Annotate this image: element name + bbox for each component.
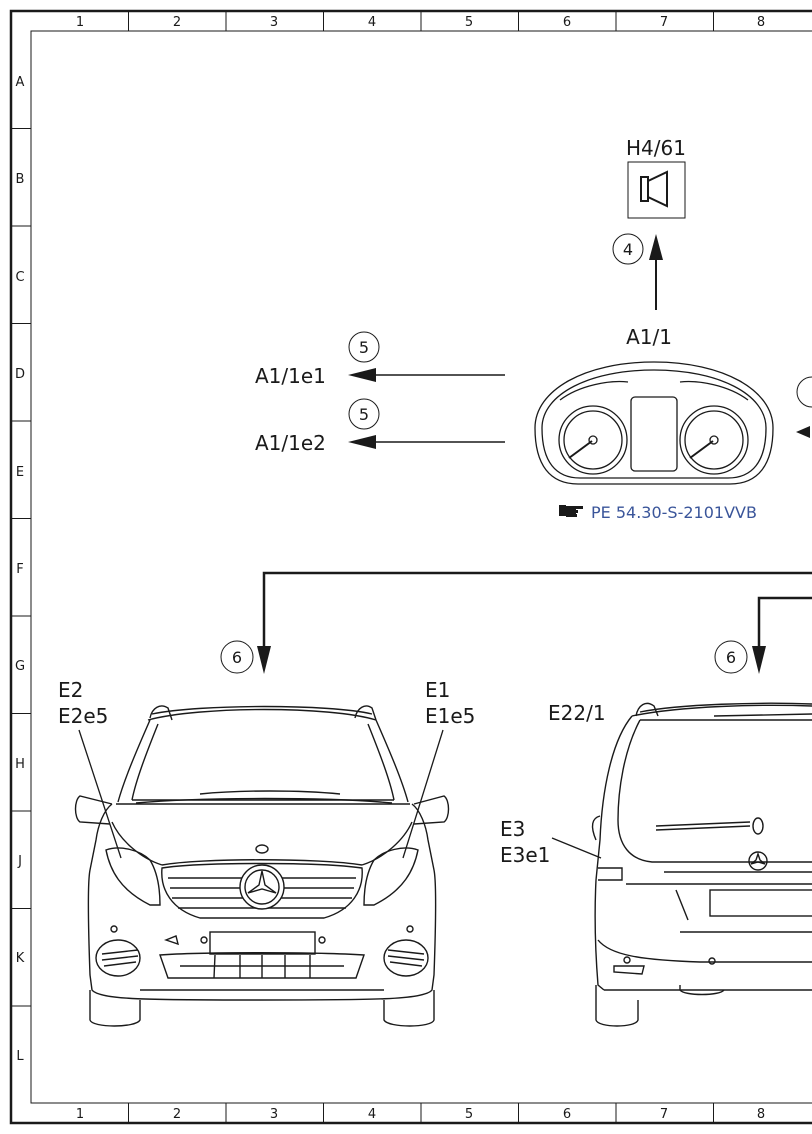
instrument-cluster-icon — [534, 361, 774, 485]
col-label: 8 — [757, 1107, 765, 1122]
arrow-to-front-view — [257, 646, 271, 674]
column-labels-bottom: 1 2 3 4 5 6 7 8 — [76, 1107, 765, 1122]
leader-e1 — [402, 729, 444, 859]
col-label: 5 — [465, 1107, 473, 1122]
vehicle-front-view — [74, 705, 450, 1027]
callout-5b: 5 — [348, 398, 380, 430]
column-labels-top: 1 2 3 4 5 6 7 8 — [76, 15, 765, 30]
pointing-hand-icon — [559, 505, 583, 517]
row-label: J — [17, 854, 22, 869]
col-label: 6 — [563, 15, 571, 30]
col-label: 7 — [660, 1107, 668, 1122]
e2e5-label: E2e5 — [58, 704, 108, 728]
reference-link[interactable]: PE 54.30-S-2101VVB — [559, 503, 757, 522]
callout-6b-number: 6 — [726, 648, 736, 667]
arrow-to-a1-1e2 — [348, 435, 505, 449]
col-label: 7 — [660, 15, 668, 30]
arrow-to-a1-1e1 — [348, 368, 505, 382]
col-label: 5 — [465, 15, 473, 30]
reference-text[interactable]: PE 54.30-S-2101VVB — [591, 503, 757, 522]
row-label: A — [16, 75, 25, 90]
row-label: D — [15, 367, 25, 382]
callout-4: 4 — [612, 233, 644, 265]
column-grid — [128, 11, 714, 1123]
col-label: 6 — [563, 1107, 571, 1122]
row-grid — [11, 128, 31, 1007]
callout-6a-number: 6 — [232, 648, 242, 667]
col-label: 4 — [368, 15, 376, 30]
e1e5-label: E1e5 — [425, 704, 475, 728]
e3-label: E3 — [500, 817, 525, 841]
a1-1-label: A1/1 — [626, 325, 672, 349]
col-label: 1 — [76, 1107, 84, 1122]
callout-5b-number: 5 — [359, 405, 369, 424]
e3e1-label: E3e1 — [500, 843, 550, 867]
vehicle-rear-view — [591, 702, 812, 1027]
callout-6a: 6 — [220, 640, 254, 674]
leader-e2 — [78, 729, 122, 859]
col-label: 4 — [368, 1107, 376, 1122]
col-label: 3 — [270, 15, 278, 30]
callout-6b: 6 — [714, 640, 748, 674]
col-label: 8 — [757, 15, 765, 30]
arrow-to-rear-view — [752, 646, 766, 674]
row-label: K — [16, 951, 25, 966]
e2-label: E2 — [58, 678, 83, 702]
drawing-frame — [9, 9, 812, 1125]
callout-5a-number: 5 — [359, 338, 369, 357]
col-label: 2 — [173, 15, 181, 30]
speaker-icon — [627, 161, 686, 219]
e22-1-label: E22/1 — [548, 701, 606, 725]
leader-e3 — [551, 837, 602, 859]
col-label: 1 — [76, 15, 84, 30]
row-label: B — [16, 172, 25, 187]
callout-4-number: 4 — [623, 240, 633, 259]
col-label: 2 — [173, 1107, 181, 1122]
row-label: E — [16, 465, 24, 480]
callout-5a: 5 — [348, 331, 380, 363]
a1-1e1-label: A1/1e1 — [255, 364, 326, 388]
row-label: G — [15, 659, 25, 674]
e1-label: E1 — [425, 678, 450, 702]
arrow-to-speaker — [649, 234, 663, 310]
routing-lines — [262, 571, 812, 650]
h4-61-label: H4/61 — [626, 136, 686, 160]
row-label: H — [15, 757, 25, 772]
row-label: F — [16, 562, 23, 577]
col-label: 3 — [270, 1107, 278, 1122]
row-label: L — [16, 1049, 24, 1064]
callout-partial — [796, 376, 812, 438]
row-labels: A B C D E F G H J K L — [15, 75, 25, 1064]
a1-1e2-label: A1/1e2 — [255, 431, 326, 455]
row-label: C — [15, 270, 24, 285]
